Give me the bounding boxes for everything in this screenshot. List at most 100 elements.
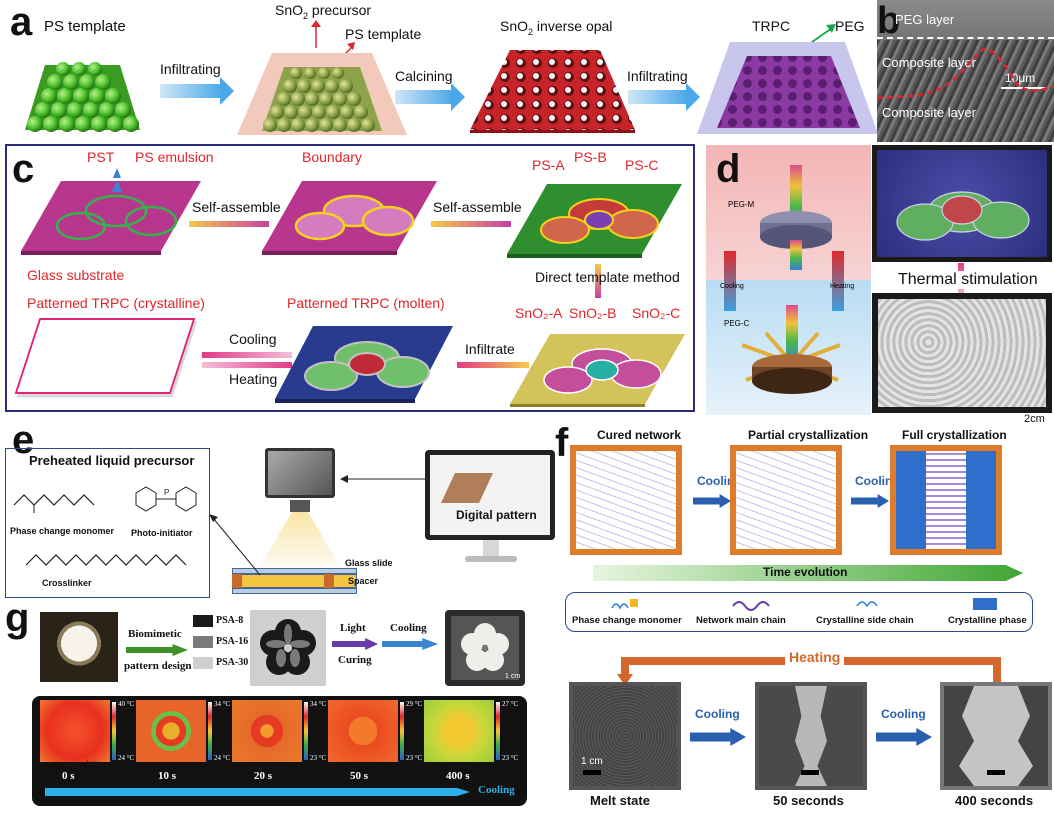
precursor-box: Preheated liquid precursor Phase change …: [5, 448, 210, 598]
panel-letter-f: f: [555, 421, 569, 465]
peg-c-label: PEG-C: [724, 319, 750, 328]
d-cooling-arrow: [724, 251, 736, 311]
d-lower-gear: [741, 305, 841, 394]
g-scale-bottom-label: 1 cm: [86, 761, 100, 767]
psa16-swatch: [193, 636, 213, 648]
peg-label: PEG: [835, 18, 865, 34]
projector-body: [265, 448, 335, 498]
heating-label-c: Heating: [229, 371, 278, 387]
thermal-colorbar: [400, 702, 404, 760]
plate-pst: [21, 168, 201, 255]
heating-loop-right: [993, 657, 1001, 683]
sno2-inverse-opal-label: SnO2 inverse opal: [500, 18, 613, 37]
precursor-infiltrated-illustration: [237, 53, 407, 135]
panel-letter-a: a: [10, 0, 33, 44]
vat-top: [232, 568, 357, 574]
thermal-image: [136, 700, 206, 762]
legend-icon-monomer: [611, 599, 638, 610]
panel-g: g Biomimetic pattern design PSA-8 PSA-16…: [0, 598, 555, 813]
photo-initiator-structure: P: [135, 486, 197, 512]
plate-crystalline: [14, 318, 196, 394]
flower-photo: [40, 612, 118, 682]
f-cooling-label-3: Cooling: [695, 707, 740, 721]
g-arrow-light: [332, 638, 378, 650]
plate-sno2: [510, 334, 685, 407]
spacer-label: Spacer: [348, 576, 379, 586]
light-cone: [260, 512, 340, 567]
panel-letter-d: d: [716, 147, 741, 191]
monitor-stand: [483, 540, 499, 558]
panel-letter-c: c: [12, 147, 35, 191]
400-seconds-label: 400 seconds: [955, 793, 1034, 808]
arrow-infiltrating-1: [160, 77, 234, 105]
scale-bar-f: [583, 770, 601, 775]
arrow-infiltrate: [457, 362, 529, 368]
photo-initiator-label: Photo-initiator: [131, 528, 193, 538]
plate-ps-colored: [507, 184, 682, 258]
composite-layer-label-2: Composite layer: [882, 105, 976, 120]
f-cooling-label-2: Cooling: [855, 474, 900, 488]
thermal-min-label: 23 °C: [310, 754, 327, 762]
thermal-image: [328, 700, 398, 762]
scale-bar-f2: [801, 770, 819, 775]
g-cured-photo: [445, 610, 525, 686]
precursor-title: Preheated liquid precursor: [29, 453, 195, 468]
f-cooling-arrow-1: [693, 494, 731, 508]
g-flower-pattern: [250, 610, 326, 686]
thermal-image: [232, 700, 302, 762]
g-cooling-label: Cooling: [390, 622, 427, 634]
thermal-colorbar: [496, 702, 500, 760]
ps-template-label-2: PS template: [345, 26, 422, 42]
panel-a: a PS template Infiltrating SnO2 precurso…: [0, 0, 878, 140]
psa8-label: PSA-8: [216, 615, 244, 626]
g-arrow-biomimetic: [126, 644, 188, 656]
heating-loop-left: [621, 657, 629, 675]
ps-emulsion-label: PS emulsion: [135, 149, 214, 165]
arrow-self-assemble-1: [189, 221, 269, 227]
legend-label-2: Crystalline side chain: [816, 615, 914, 626]
thermal-min-label: 24 °C: [118, 754, 135, 762]
scale-bar-f3: [987, 770, 1005, 775]
inverse-opal-illustration: [470, 50, 635, 133]
dashed-white-line: [877, 37, 1054, 39]
f-cooling-arrow-4: [876, 728, 932, 746]
thermal-min-label: 24 °C: [214, 754, 231, 762]
thermal-colorbar: [304, 702, 308, 760]
boundary-label: Boundary: [302, 149, 362, 165]
sno2-a-label: SnO₂-A: [515, 305, 563, 321]
projector-lens: [290, 500, 310, 512]
panel-letter-b: b: [877, 0, 901, 42]
precursor-red-arrow: [311, 20, 321, 48]
thermal-max-label: 27 °C: [502, 700, 519, 708]
thermal-colorbar: [112, 702, 116, 760]
vat-bottom: [232, 588, 357, 594]
arrow-calcining: [395, 83, 465, 111]
biomimetic-label-1: Biomimetic: [128, 628, 182, 640]
thermal-min-label: 23 °C: [502, 754, 519, 762]
f-box-full: [890, 445, 1002, 555]
thermal-stimulation-label: Thermal stimulation: [898, 271, 1038, 289]
f-box-cured: [570, 445, 682, 555]
pst-label: PST: [87, 149, 115, 165]
sno2-b-label: SnO₂-B: [569, 305, 617, 321]
f-box-partial: [730, 445, 842, 555]
d-photo-top: [872, 145, 1052, 262]
glass-substrate-label: Glass substrate: [27, 267, 125, 283]
d-scale-label: 2cm: [1024, 413, 1045, 425]
f-cooling-arrow-3: [690, 728, 746, 746]
full-crystallization-label: Full crystallization: [902, 428, 1007, 442]
spacer-right: [324, 574, 334, 588]
self-assemble-label-1: Self-assemble: [192, 199, 281, 215]
g-cooling-bottom-arrow: [45, 788, 470, 796]
d-heating-arrow: [832, 251, 844, 311]
g-cooling-bottom-label: Cooling: [478, 784, 515, 796]
melt-state-label: Melt state: [590, 793, 650, 808]
legend-label-0: Phase change monomer: [572, 615, 682, 626]
thermal-max-label: 34 °C: [310, 700, 327, 708]
legend-icon-crystalline-phase: [973, 598, 997, 610]
plate-molten: [275, 326, 453, 403]
trpc-illustration: [697, 42, 878, 134]
ps-b-label: PS-B: [574, 149, 607, 165]
self-assemble-label-2: Self-assemble: [433, 199, 522, 215]
psa30-label: PSA-30: [216, 657, 249, 668]
